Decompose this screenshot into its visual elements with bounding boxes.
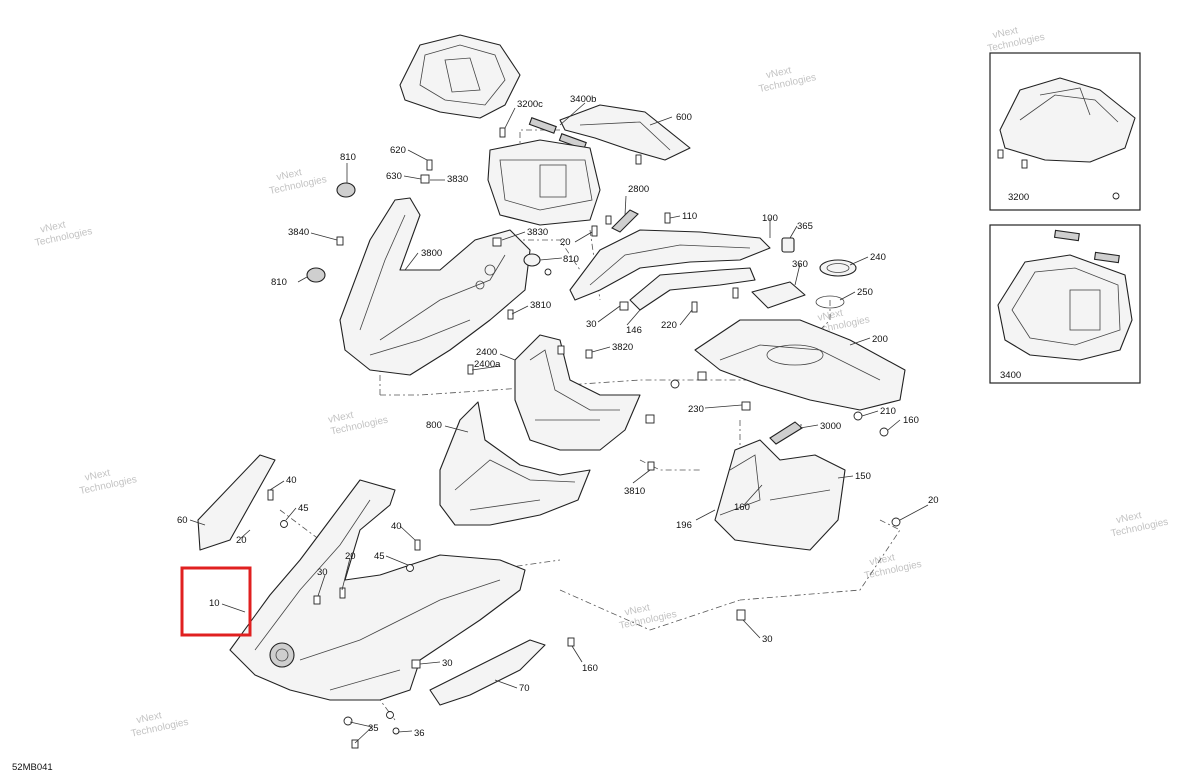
callout-label: 3840 (288, 227, 309, 238)
fasteners (267, 127, 901, 749)
watermark: vNext (992, 25, 1020, 41)
callout-label: 10 (209, 598, 220, 609)
callout-label: 70 (519, 683, 530, 694)
callout-label: 40 (391, 521, 402, 532)
callout-label: 20 (928, 495, 939, 506)
callout-label: 40 (286, 475, 297, 486)
watermark: vNext (135, 710, 163, 726)
inset-3200: 3200 (989, 52, 1141, 211)
label-part (769, 421, 803, 445)
callout-label: 240 (870, 252, 886, 263)
watermark: vNext (765, 65, 793, 81)
grommet-parts (306, 182, 541, 283)
callout-label: 3000 (820, 421, 841, 432)
callout-label: 800 (426, 420, 442, 431)
callout-label: 2400 (476, 347, 497, 358)
lower-bracket-part (714, 439, 846, 551)
cap-parts (751, 237, 857, 309)
callout-label: 160 (903, 415, 919, 426)
watermark: vNext (276, 167, 304, 183)
side-panel-part (569, 229, 771, 301)
callout-label: 630 (386, 171, 402, 182)
callout-label: 3810 (530, 300, 551, 311)
callout-label: 160 (734, 502, 750, 513)
callout-label: 110 (682, 211, 697, 222)
callout-label: 196 (676, 520, 692, 531)
callout-label: 160 (582, 663, 598, 674)
watermark: vNext (327, 410, 355, 426)
callout-label: 200 (872, 334, 888, 345)
callout-label: 20 (236, 535, 247, 546)
callout-label: 60 (177, 515, 188, 526)
callouts: 3200c 3400b 600 810 620 630 3830 3840 38… (177, 94, 939, 739)
callout-label: 35 (368, 723, 379, 734)
watermark: vNext (817, 308, 845, 324)
callout-label: 3800 (421, 248, 442, 259)
callout-label: 30 (442, 658, 453, 669)
callout-label: 2400a (474, 359, 501, 370)
bar-part (611, 209, 639, 233)
callout-label: 2800 (628, 184, 649, 195)
callout-label: 3820 (612, 342, 633, 353)
lower-strip-part (429, 639, 546, 706)
housing-part (487, 139, 601, 226)
diagram-code: 52MB041 (12, 762, 53, 773)
headlight-frame-part (514, 334, 641, 451)
callout-label: 365 (797, 221, 813, 232)
callout-label: 150 (855, 471, 871, 482)
callout-label: 30 (762, 634, 773, 645)
tank-housing-part (694, 319, 906, 411)
callout-label: 810 (340, 152, 356, 163)
callout-label: 3400 (1000, 370, 1021, 381)
main-fairing-part (229, 479, 526, 701)
callout-label: 30 (586, 319, 597, 330)
front-panel-part (339, 197, 531, 376)
callout-label: 36 (414, 728, 425, 739)
watermark: vNext (39, 219, 67, 235)
watermark: vNext (869, 552, 897, 568)
callout-label: 3830 (527, 227, 548, 238)
callout-label: 620 (390, 145, 406, 156)
callout-label: 3200c (517, 99, 543, 110)
callout-label: 810 (563, 254, 579, 265)
callout-label: 20 (560, 237, 571, 248)
leader-lines (189, 102, 929, 744)
callout-label: 810 (271, 277, 287, 288)
clip-strips (528, 117, 587, 150)
strip-part (629, 267, 756, 311)
bracket-part (559, 104, 691, 161)
headlight-part (439, 401, 591, 526)
callout-label: 600 (676, 112, 692, 123)
callout-label: 30 (317, 567, 328, 578)
callout-label: 3400b (570, 94, 596, 105)
callout-label: 220 (661, 320, 677, 331)
watermark: vNext (84, 468, 112, 484)
watermark: vNext (1115, 510, 1143, 526)
callout-label: 360 (792, 259, 808, 270)
side-strip-part (197, 454, 276, 551)
callout-label: 146 (626, 325, 642, 336)
callout-label: 20 (345, 551, 356, 562)
callout-label: 45 (298, 503, 309, 514)
highlight-box (180, 566, 252, 637)
callout-label: 3810 (624, 486, 645, 497)
callout-label: 250 (857, 287, 873, 298)
watermark: vNext (624, 602, 652, 618)
callout-label: 100 (762, 213, 778, 224)
callout-label: 3200 (1008, 192, 1029, 203)
callout-label: 45 (374, 551, 385, 562)
callout-label: 230 (688, 404, 704, 415)
inset-3400: 3400 (989, 224, 1141, 384)
upper-cover-part (399, 34, 521, 119)
callout-label: 210 (880, 406, 896, 417)
callout-label: 3830 (447, 174, 468, 185)
